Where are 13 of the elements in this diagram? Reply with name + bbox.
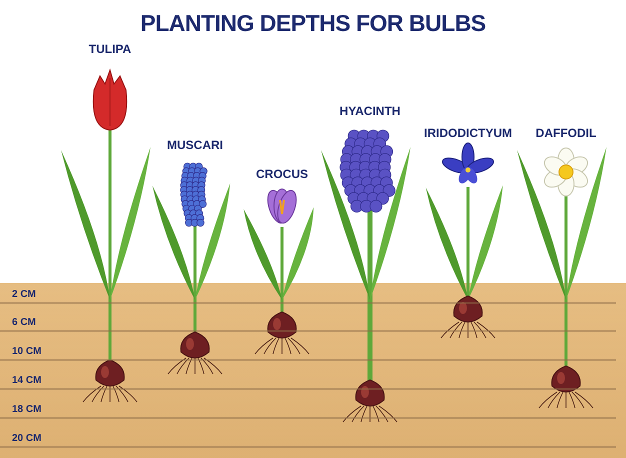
plant-name: IRIDODICTYUM: [424, 126, 512, 140]
title: PLANTING DEPTHS FOR BULBS: [139, 10, 487, 37]
depth-label: 2 CM: [12, 289, 36, 300]
depth-label: 6 CM: [12, 317, 36, 328]
plant-name: HYACINTH: [340, 104, 400, 118]
plant-name: TULIPA: [88, 42, 132, 56]
depth-label: 20 CM: [12, 433, 42, 444]
plant-name: MUSCARI: [167, 138, 223, 152]
plant-name: CROCUS: [256, 167, 308, 181]
depth-label: 14 CM: [12, 375, 42, 386]
plant-name: DAFFODIL: [536, 126, 596, 140]
depth-label: 10 CM: [12, 346, 42, 357]
depth-label: 18 CM: [12, 404, 42, 415]
